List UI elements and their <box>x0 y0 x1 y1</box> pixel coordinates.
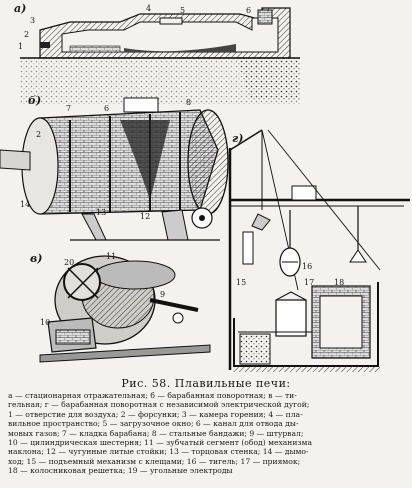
figure-letter-d: г) <box>232 132 244 145</box>
figure-a-reverberatory-furnace <box>20 7 300 104</box>
furnace-illustration <box>0 7 410 372</box>
legend-line: мовых газов; 7 — кладка барабана; 8 — ст… <box>8 428 304 438</box>
callout-b-2: 2 <box>36 130 42 139</box>
figure-d-arc-drum-furnace <box>228 129 410 372</box>
figure-caption-legend: а — стационарная отражательная; б — бара… <box>8 391 406 476</box>
callout-b-14: 14 <box>20 200 31 209</box>
legend-line: вильное пространство; 5 — загрузочное ок… <box>8 419 299 429</box>
callout-b-12: 12 <box>140 212 151 221</box>
callout-b-8: 8 <box>186 98 192 107</box>
callout-a-6: 6 <box>246 6 252 15</box>
callout-a-2: 2 <box>24 30 30 39</box>
callout-a-4: 4 <box>146 4 152 13</box>
callout-b-6: 6 <box>104 104 110 113</box>
callout-c-9: 9 <box>160 290 166 299</box>
callout-d-18: 18 <box>334 278 345 287</box>
figure-letter-a: а) <box>14 2 27 15</box>
callout-b-7: 7 <box>66 104 72 113</box>
figure-letter-c: в) <box>30 252 43 265</box>
legend-line: гельная; г — барабанная поворотная с нез… <box>8 400 310 410</box>
legend-line: ход; 15 — подъемный механизм с клещами; … <box>8 456 301 466</box>
legend-line: 10 — цилиндрическая шестерня; 11 — зубча… <box>8 438 312 448</box>
legend-line: 1 — отверстие для воздуха; 2 — форсунки;… <box>8 409 303 419</box>
callout-d-16: 16 <box>302 262 313 271</box>
figure-caption-title: Рис. 58. Плавильные печи: <box>121 377 291 390</box>
legend-line: наклона; 12 — чугунные литые стойки; 13 … <box>8 447 309 457</box>
callout-d-15: 15 <box>236 278 247 287</box>
callout-c-20: 20 <box>64 258 75 267</box>
callout-d-17: 17 <box>304 278 315 287</box>
figure-c-crucible-furnace <box>39 255 211 363</box>
callout-a-3: 3 <box>30 16 36 25</box>
legend-line: а — стационарная отражательная; б — бара… <box>8 391 297 400</box>
callout-b-13: 13 <box>96 208 107 217</box>
callout-c-11: 11 <box>106 252 117 261</box>
legend-line: 18 — колосниковая решетка; 19 — угольные… <box>8 466 233 476</box>
callout-a-5: 5 <box>180 6 186 15</box>
figure-letter-b: б) <box>28 94 42 107</box>
figure-b-rotary-drum-furnace <box>0 97 229 241</box>
callout-c-10: 10 <box>40 318 51 327</box>
callout-a-1: 1 <box>18 42 24 51</box>
